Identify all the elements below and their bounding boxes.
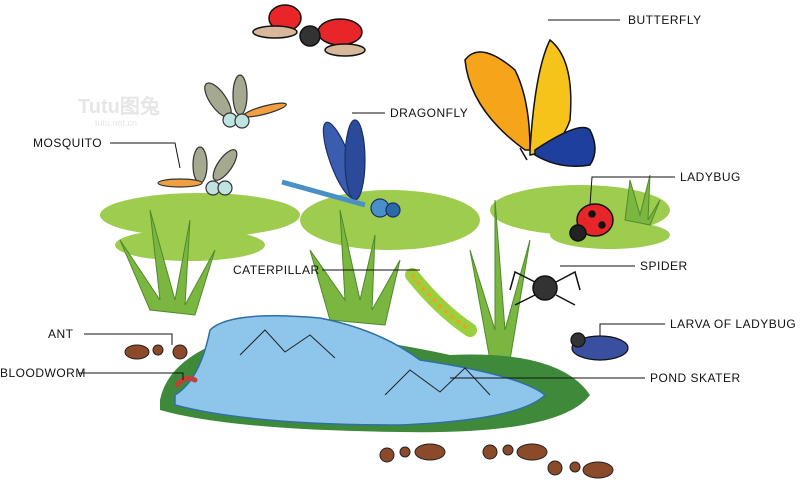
pond [174,314,547,426]
bloodworm [174,375,198,388]
label-butterfly: BUTTERFLY [628,13,702,27]
label-pond-skater: POND SKATER [650,371,741,385]
butterfly [464,38,596,167]
pond-skaters [239,329,491,396]
mosquito-top [204,74,287,129]
caterpillar [405,268,477,337]
label-larva-of-ladybug: LARVA OF LADYBUG [670,317,797,331]
ladybug [569,203,614,242]
watermark-site: tutu.net.cn [95,118,138,128]
ladybug-larva [570,332,629,361]
dragonfly [281,119,401,218]
label-caterpillar: CATERPILLAR [233,263,320,277]
ant [124,344,188,360]
reeds [119,174,661,361]
label-mosquito: MOSQUITO [33,136,103,150]
watermark-brand: Tutu图兔 [78,96,160,118]
label-bloodworm: BLOODWORM [0,366,86,380]
mosquito [157,146,238,196]
leader-lines [78,19,675,380]
label-ant: ANT [48,327,74,341]
spider [509,270,581,306]
label-ladybug: LADYBUG [680,170,741,184]
ants [124,344,614,479]
label-spider: SPIDER [640,259,688,273]
label-dragonfly: DRAGONFLY [390,106,469,120]
flying-ladybug [252,4,366,57]
